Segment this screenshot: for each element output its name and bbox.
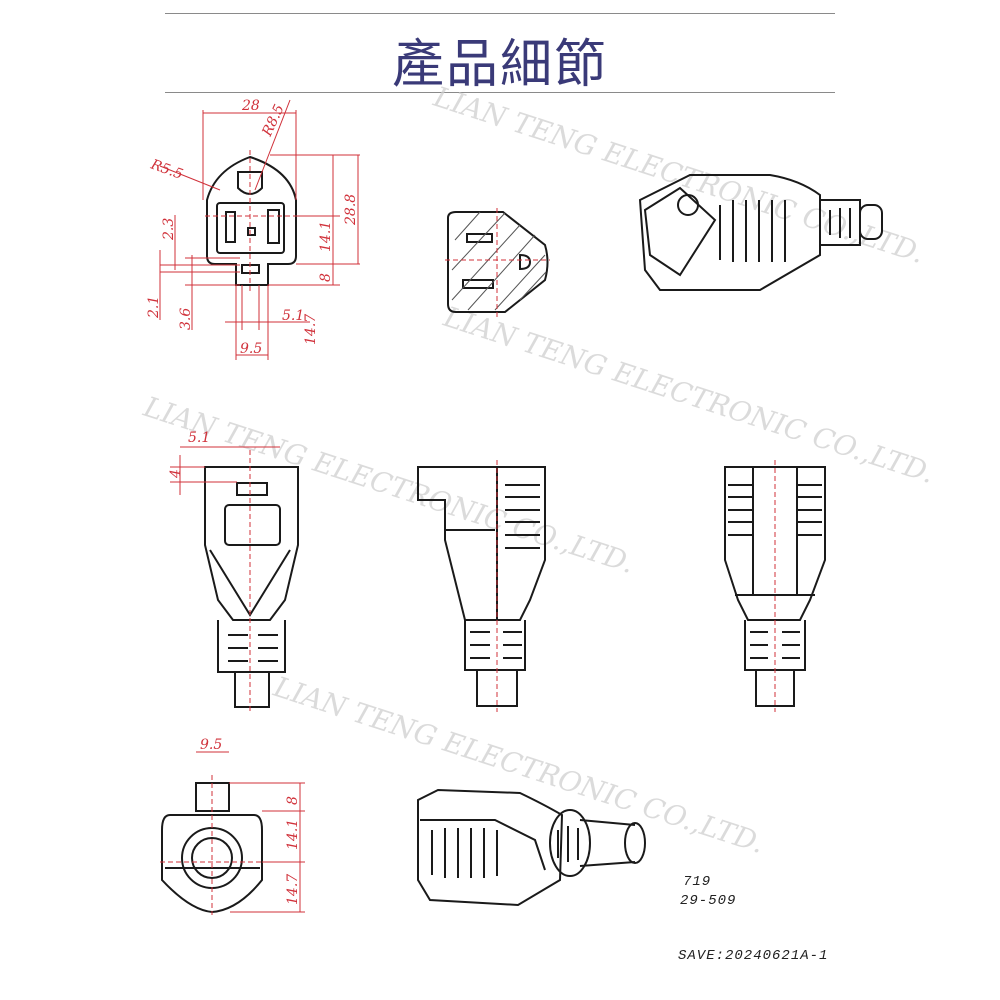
dim-lower: 8 [318,273,334,282]
note-part-number: 29-509 [680,893,737,909]
dim-side-tab-w: 5.1 [188,430,210,446]
dim-slot: 2.3 [161,218,177,241]
dim-radius-top: R8.5 [259,102,288,139]
dim-bottom-neck: 9.5 [200,737,222,753]
dim-upper: 14.7 [303,314,319,345]
note-719: 719 [683,874,712,890]
save-code: SAVE:20240621A-1 [678,948,829,964]
page-title: 產品細節 [391,35,608,95]
dim-neck-w: 9.5 [240,341,262,357]
dim-radius-side: R5.5 [148,156,185,183]
dim-tab-h: 3.6 [178,308,194,330]
dim-middle: 14.1 [318,221,334,252]
dim-bottom-lower: 8 [285,796,301,805]
dim-total: 28.8 [343,194,359,226]
dim-bottom-upper: 14.7 [285,874,301,905]
dim-bottom-middle: 14.1 [285,819,301,850]
dim-tab-offset: 2.1 [146,296,162,319]
dim-tab-w: 5.1 [282,308,304,324]
header-rule-top [165,13,835,14]
dim-width: 28 [241,98,260,114]
header-rule-bottom [165,92,835,93]
dim-side-tab-depth: 4 [168,469,184,479]
